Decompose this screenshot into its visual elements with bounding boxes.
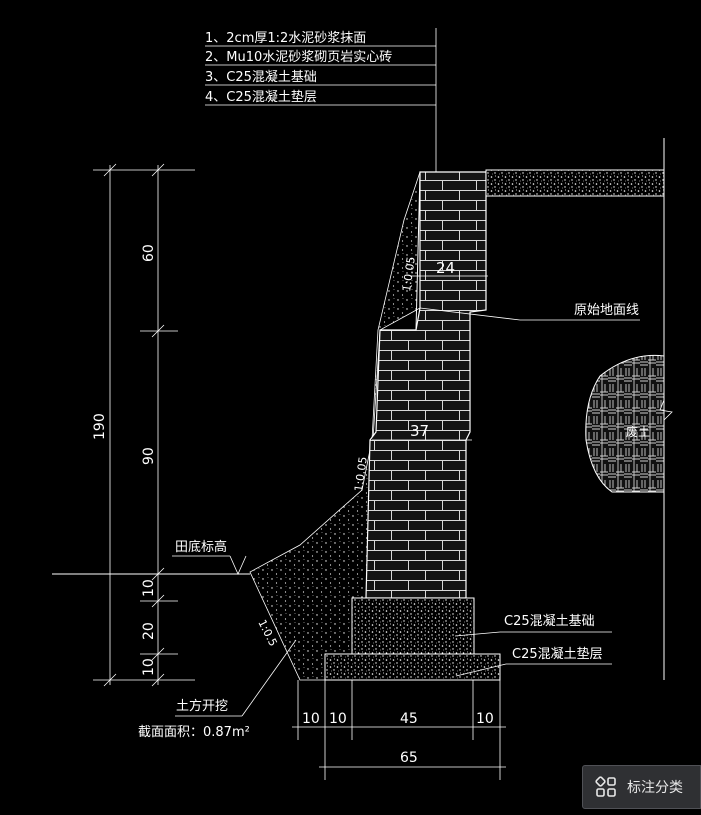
dim-mid-width: 37 [410,422,429,440]
annotation-category-label: 标注分类 [627,780,683,796]
note-2: 2、Mu10水泥砂浆砌页岩实心砖 [205,50,392,65]
top-slab [485,138,665,680]
dim-bottom-2: 10 [329,711,347,727]
original-ground-line-label: 原始地面线 [574,303,639,318]
section-area-label: 截面面积：0.87m² [138,725,250,740]
dim-total-height: 190 [92,413,108,440]
dim-upper-wall: 60 [141,244,157,262]
dim-top-width: 24 [436,259,455,277]
grid-apps-icon [595,776,616,797]
dim-lower-wall: 90 [141,447,157,465]
dim-footing-top: 10 [141,579,157,597]
base-elevation-label: 田底标高 [175,539,227,555]
brick-wall [365,171,487,599]
concrete-cushion [324,653,501,681]
wall-width-dimensions: 24 37 1:0.05 1:0.05 [352,256,488,493]
base-elevation-marker: 田底标高 [52,539,250,575]
dim-bottom-3: 45 [400,711,418,727]
concrete-foundation [351,597,475,655]
horizontal-dimension-chain: 10 10 45 10 65 [292,680,506,780]
spoil-label: 废土 [626,424,650,439]
note-3: 3、C25混凝土基础 [205,69,317,85]
spoil-pile: 废土 [585,354,673,493]
annotation-category-button[interactable]: 标注分类 [582,765,701,809]
foundation-callouts: C25混凝土基础 C25混凝土垫层 [454,613,612,677]
excavation-label: 土方开挖 [176,698,228,714]
note-4: 4、C25混凝土垫层 [205,89,317,105]
slope-wall-lower: 1:0.05 [352,456,370,493]
dim-bottom-4: 10 [476,711,494,727]
dim-bottom-1: 10 [302,711,320,727]
cushion-label: C25混凝土垫层 [512,646,603,662]
original-ground-line-callout: 原始地面线 [419,303,640,321]
vertical-dimension-chain: 190 60 90 10 20 10 [92,163,195,687]
dim-bottom-total: 65 [400,750,418,766]
dim-footing-bottom: 10 [141,658,157,676]
excavation-callout: 1:0.5 土方开挖 截面面积：0.87m² [138,617,297,740]
note-1: 1、2cm厚1:2水泥砂浆抹面 [205,31,366,46]
dim-footing-mid: 20 [141,622,157,640]
foundation-label: C25混凝土基础 [504,613,595,629]
slope-wall-upper: 1:0.05 [400,256,418,293]
notes-table: 1、2cm厚1:2水泥砂浆抹面 2、Mu10水泥砂浆砌页岩实心砖 3、C25混凝… [205,28,437,180]
